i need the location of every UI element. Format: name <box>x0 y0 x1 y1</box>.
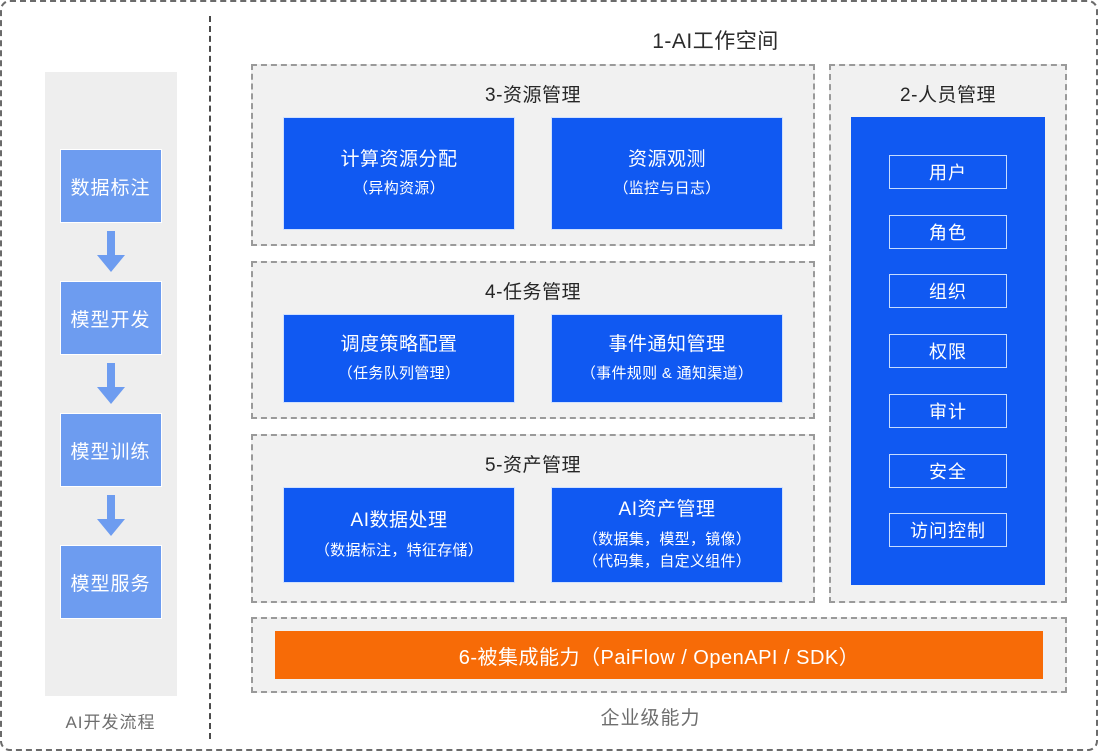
card-title: AI数据处理 <box>350 510 448 532</box>
people-item-role[interactable]: 角色 <box>889 214 1007 249</box>
people-item-access-control[interactable]: 访问控制 <box>889 513 1007 548</box>
people-item-label: 访问控制 <box>910 521 986 542</box>
people-item-label: 安全 <box>929 461 967 482</box>
people-item-audit[interactable]: 审计 <box>889 393 1007 428</box>
people-item-label: 角色 <box>929 222 967 243</box>
card-title: 调度策略配置 <box>340 333 458 355</box>
section-title: 2-人员管理 <box>900 85 996 106</box>
section-title: 3-资源管理 <box>485 85 581 106</box>
people-item-security[interactable]: 安全 <box>889 453 1007 488</box>
card-subtitle-secondary: （代码集，自定义组件） <box>582 552 752 570</box>
people-item-label: 用户 <box>929 162 967 183</box>
people-item-organization[interactable]: 组织 <box>889 274 1007 309</box>
people-item-label: 审计 <box>929 401 967 422</box>
pipeline-stage-data-annotation[interactable]: 数据标注 <box>59 149 162 223</box>
people-item-permission[interactable]: 权限 <box>889 334 1007 368</box>
card-subtitle: （监控与日志） <box>613 180 721 198</box>
section-resource-management: 3-资源管理 计算资源分配 （异构资源） 资源观测 （监控与日志） <box>251 64 815 246</box>
card-resource-observation[interactable]: 资源观测 （监控与日志） <box>551 117 783 230</box>
section-title: 5-资产管理 <box>485 455 581 476</box>
pipeline-stage-model-training[interactable]: 模型训练 <box>59 413 162 487</box>
workspace-footer-caption: 企业级能力 <box>600 707 701 729</box>
card-event-notification-management[interactable]: 事件通知管理 （事件规则 & 通知渠道） <box>551 314 783 403</box>
card-ai-asset-management[interactable]: AI资产管理 （数据集，模型，镜像） （代码集，自定义组件） <box>551 487 783 583</box>
pipeline-stage-label: 模型开发 <box>70 309 151 331</box>
card-compute-resource-allocation[interactable]: 计算资源分配 （异构资源） <box>283 117 515 230</box>
pipeline-stage-label: 模型训练 <box>70 441 151 463</box>
card-schedule-policy-config[interactable]: 调度策略配置 （任务队列管理） <box>283 314 515 403</box>
card-subtitle: （异构资源） <box>353 180 445 198</box>
card-title: 事件通知管理 <box>608 333 726 355</box>
arrow-down-icon <box>45 223 177 281</box>
section-asset-management: 5-资产管理 AI数据处理 （数据标注，特征存储） AI资产管理 （数据集，模型… <box>251 434 815 603</box>
section-integration-capability: 6-被集成能力（PaiFlow / OpenAPI / SDK） <box>251 617 1067 693</box>
arrow-down-icon <box>45 487 177 545</box>
card-subtitle: （数据集，模型，镜像） <box>582 531 752 549</box>
workspace-title: 1-AI工作空间 <box>652 30 779 53</box>
pipeline-stage-label: 数据标注 <box>70 177 151 199</box>
workspace-main-column: 3-资源管理 计算资源分配 （异构资源） 资源观测 （监控与日志） <box>251 64 815 603</box>
section-people-management: 2-人员管理 用户 角色 组织 权限 审计 <box>829 64 1067 603</box>
integration-capability-label: 6-被集成能力（PaiFlow / OpenAPI / SDK） <box>458 646 860 669</box>
card-title: AI资产管理 <box>618 499 716 521</box>
pipeline-caption: AI开发流程 <box>65 713 156 732</box>
integration-capability-bar[interactable]: 6-被集成能力（PaiFlow / OpenAPI / SDK） <box>275 631 1043 679</box>
people-item-label: 权限 <box>929 342 967 362</box>
pipeline-stage-label: 模型服务 <box>70 573 151 595</box>
pipeline-track: 数据标注 模型开发 模型训练 <box>44 72 177 696</box>
people-item-user[interactable]: 用户 <box>889 154 1007 189</box>
ai-development-pipeline: 数据标注 模型开发 模型训练 <box>14 16 207 739</box>
vertical-divider <box>209 16 211 739</box>
section-cards: AI数据处理 （数据标注，特征存储） AI资产管理 （数据集，模型，镜像） （代… <box>275 487 791 587</box>
card-title: 资源观测 <box>627 148 706 170</box>
card-subtitle: （任务队列管理） <box>337 365 461 383</box>
pipeline-stage-model-serving[interactable]: 模型服务 <box>59 545 162 619</box>
card-subtitle: （事件规则 & 通知渠道） <box>580 365 754 383</box>
section-task-management: 4-任务管理 调度策略配置 （任务队列管理） 事件通知管理 （事件规则 & 通知… <box>251 261 815 419</box>
pipeline-stage-model-development[interactable]: 模型开发 <box>59 281 162 355</box>
section-cards: 调度策略配置 （任务队列管理） 事件通知管理 （事件规则 & 通知渠道） <box>275 314 791 403</box>
arrow-down-icon <box>45 355 177 413</box>
workspace-footer: 6-被集成能力（PaiFlow / OpenAPI / SDK） <box>217 603 1084 693</box>
people-item-label: 组织 <box>929 282 967 303</box>
card-title: 计算资源分配 <box>340 148 458 170</box>
card-subtitle: （数据标注，特征存储） <box>314 541 484 559</box>
section-title: 4-任务管理 <box>485 282 581 303</box>
workspace-body: 3-资源管理 计算资源分配 （异构资源） 资源观测 （监控与日志） <box>217 64 1084 603</box>
card-ai-data-processing[interactable]: AI数据处理 （数据标注，特征存储） <box>283 487 515 583</box>
ai-workspace: 1-AI工作空间 3-资源管理 计算资源分配 （异构资源） 资源观测 （监控与日… <box>217 16 1084 739</box>
section-cards: 计算资源分配 （异构资源） 资源观测 （监控与日志） <box>275 117 791 230</box>
people-item-list: 用户 角色 组织 权限 审计 安全 <box>851 117 1045 585</box>
